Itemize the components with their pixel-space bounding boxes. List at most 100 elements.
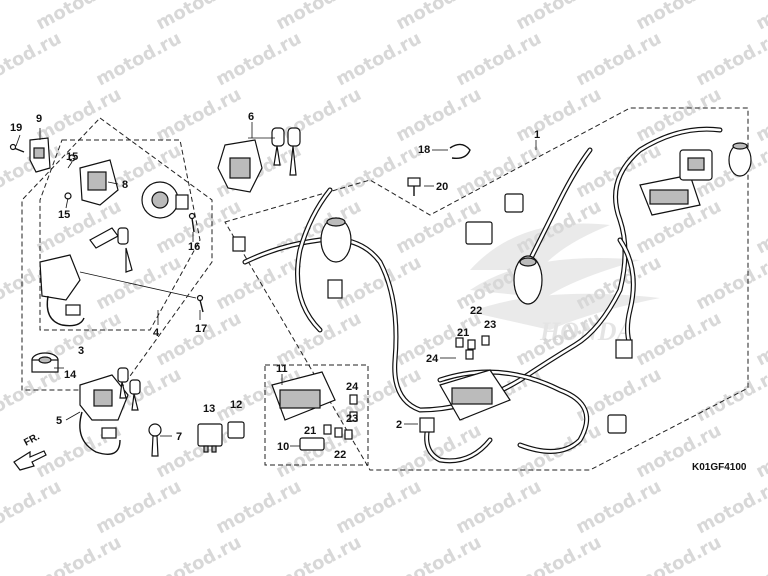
watermark-text: motod.ru	[212, 252, 304, 314]
connector-blocks	[232, 193, 633, 434]
callout-13: 13	[203, 403, 215, 415]
watermark-text: motod.ru	[32, 532, 124, 576]
switch-assembly-4	[39, 254, 85, 327]
watermark-text: motod.ru	[752, 532, 768, 576]
watermark-text: motod.ru	[272, 0, 364, 34]
callout-8: 8	[122, 179, 128, 191]
harness-filter	[513, 255, 543, 305]
watermark-text: motod.ru	[632, 308, 724, 370]
watermark-text: motod.ru	[752, 84, 768, 146]
watermark-text: motod.ru	[392, 0, 484, 34]
front-direction-label: FR.	[22, 431, 42, 448]
bolt-17	[196, 294, 204, 313]
callout-14: 14	[64, 369, 77, 381]
watermark-text: motod.ru	[212, 28, 304, 90]
callout-11: 11	[276, 363, 288, 375]
callout-18: 18	[418, 144, 430, 156]
watermark-text: motod.ru	[92, 476, 184, 538]
watermark-text: motod.ru	[632, 532, 724, 576]
diagram-code: K01GF4100	[692, 462, 747, 473]
switch-body-8	[64, 154, 119, 206]
watermark-text: motod.ru	[32, 196, 124, 258]
watermark-text: motod.ru	[272, 532, 364, 576]
watermark-text: motod.ru	[392, 420, 484, 482]
watermark-text: motod.ru	[0, 28, 65, 90]
watermark-text: motod.ru	[452, 140, 544, 202]
condenser	[728, 142, 752, 177]
watermark-text: motod.ru	[392, 84, 484, 146]
watermark-text: motod.ru	[512, 84, 604, 146]
watermark-text: motod.ru	[32, 0, 124, 34]
relay-12	[227, 421, 245, 439]
watermark-text: motod.ru	[152, 532, 244, 576]
callout-15-top: 15	[66, 151, 78, 163]
watermark-text: motod.ru	[272, 84, 364, 146]
watermark-text: motod.ru	[512, 0, 604, 34]
callout-labels: 1 2 3 4 5 6 7 8 9 10 11 12 13 14 15 15 1…	[10, 111, 540, 461]
watermark-text: motod.ru	[392, 532, 484, 576]
small-fuses	[323, 394, 358, 440]
callout-10: 10	[277, 441, 289, 453]
callout-20: 20	[436, 181, 448, 193]
watermark-text: motod.ru	[692, 252, 768, 314]
main-harness-group-outline	[224, 107, 749, 471]
callout-22-fusebox: 22	[334, 449, 346, 461]
watermark-text: motod.ru	[332, 28, 424, 90]
watermark-text: motod.ru	[692, 364, 768, 426]
watermark-text: motod.ru	[392, 308, 484, 370]
watermark-text: motod.ru	[272, 308, 364, 370]
watermark-text: motod.ru	[752, 420, 768, 482]
bolt-20	[407, 177, 421, 196]
watermark-text: motod.ru	[632, 84, 724, 146]
watermark-text: motod.ru	[752, 0, 768, 34]
watermark-text: motod.ru	[92, 252, 184, 314]
watermark-text: motod.ru	[332, 476, 424, 538]
watermark-text: motod.ru	[692, 476, 768, 538]
callout-2: 2	[396, 419, 402, 431]
watermark-text: motod.ru	[632, 0, 724, 34]
front-direction-arrow	[13, 450, 47, 471]
callout-24-harness: 24	[426, 353, 439, 365]
ignition-coil	[320, 217, 352, 263]
callout-3: 3	[78, 345, 84, 357]
callout-15-bottom: 15	[58, 209, 70, 221]
keys-pair	[89, 227, 133, 273]
junction-connector	[679, 149, 713, 181]
watermark-text: motod.ru	[152, 84, 244, 146]
keys-upper	[117, 367, 141, 411]
cap-14	[31, 352, 59, 373]
leader-lines	[15, 122, 537, 447]
callout-16: 16	[188, 241, 200, 253]
key-set-6	[217, 127, 301, 193]
clamp-18	[449, 143, 471, 160]
group-outlines	[21, 107, 749, 471]
fuse-box-group-outline	[264, 364, 369, 466]
watermark-text: motod.ru	[332, 140, 424, 202]
callout-22-harness: 22	[470, 305, 482, 317]
watermark-text: motod.ru	[512, 532, 604, 576]
main-fuse-block	[439, 369, 511, 421]
callout-12: 12	[230, 399, 242, 411]
watermark-text: motod.ru	[692, 28, 768, 90]
lock-cylinder	[141, 181, 189, 219]
ignition-switch-subgroup-outline	[39, 139, 201, 331]
watermark-text: motod.ru	[152, 308, 244, 370]
seat-lock-clip-9	[29, 137, 51, 173]
callout-19: 19	[10, 122, 22, 134]
callout-24-fusebox: 24	[346, 381, 359, 393]
watermark-text: motod.ru	[452, 28, 544, 90]
callout-9: 9	[36, 113, 42, 125]
watermark-text: motod.ru	[212, 476, 304, 538]
key-7	[148, 423, 162, 457]
screw-16	[188, 212, 196, 233]
watermark-text: motod.ru	[572, 28, 664, 90]
callout-4: 4	[153, 327, 160, 339]
regulator-box	[639, 174, 701, 216]
callout-23-harness: 23	[484, 319, 496, 331]
watermark-text: motod.ru	[152, 0, 244, 34]
watermark-text: motod.ru	[752, 196, 768, 258]
fuse-holder-10	[299, 437, 325, 451]
watermark-text: motod.ru	[32, 84, 124, 146]
